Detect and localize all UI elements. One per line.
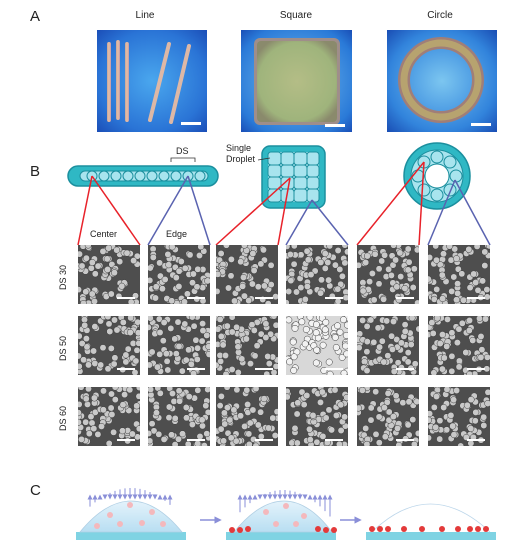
- scale-bar: [325, 297, 343, 299]
- scale-bar: [187, 368, 205, 370]
- photo-line: [97, 30, 207, 132]
- scale-bar: [255, 439, 273, 441]
- sem-image: [286, 316, 348, 375]
- sem-image: [357, 316, 419, 375]
- photo-circle: [387, 30, 497, 132]
- sem-image: [148, 245, 210, 304]
- sem-image: [78, 245, 140, 304]
- schematic-line: [67, 157, 219, 187]
- panel-label-c: C: [30, 482, 41, 499]
- photo-square: [241, 30, 352, 132]
- panel-label-a: A: [30, 8, 41, 25]
- single-droplet-label: Single Droplet: [226, 143, 256, 164]
- drying-stage-2: [226, 490, 337, 540]
- center-label: Center: [90, 229, 118, 239]
- sem-image: [357, 245, 419, 304]
- scale-bar: [117, 439, 135, 441]
- sem-image: [286, 245, 348, 304]
- sem-image: [357, 387, 419, 446]
- title-circle: Circle: [427, 10, 453, 21]
- sem-image: [216, 316, 278, 375]
- scale-bar: [396, 368, 414, 370]
- scale-bar: [467, 297, 485, 299]
- schematic-circle: [403, 142, 471, 210]
- sem-image: [148, 387, 210, 446]
- scale-bar: [187, 297, 205, 299]
- scale-bar: [117, 297, 135, 299]
- scale-bar: [396, 439, 414, 441]
- sem-image: [78, 316, 140, 375]
- scale-bar: [255, 368, 273, 370]
- panel-label-b: B: [30, 163, 41, 180]
- scale-bar: [325, 368, 343, 370]
- scale-bar: [325, 439, 343, 441]
- sem-image: [216, 387, 278, 446]
- sem-image: [286, 387, 348, 446]
- title-line: Line: [135, 10, 155, 21]
- scale-bar: [187, 439, 205, 441]
- scale-bar: [255, 297, 273, 299]
- scale-bar: [467, 368, 485, 370]
- drying-stage-1: [76, 488, 186, 540]
- title-square: Square: [279, 10, 313, 21]
- sem-image: [78, 387, 140, 446]
- sem-image: [428, 245, 490, 304]
- edge-label: Edge: [166, 229, 188, 239]
- ds-label: DS: [176, 146, 189, 156]
- sem-image: [428, 316, 490, 375]
- sem-image: [216, 245, 278, 304]
- scale-bar: [117, 368, 135, 370]
- schematic-square: [257, 145, 326, 209]
- drying-stage-3: [366, 503, 496, 540]
- scale-bar: [467, 439, 485, 441]
- schematics: [67, 142, 491, 246]
- sem-image: [148, 316, 210, 375]
- sem-image: [428, 387, 490, 446]
- scale-bar: [396, 297, 414, 299]
